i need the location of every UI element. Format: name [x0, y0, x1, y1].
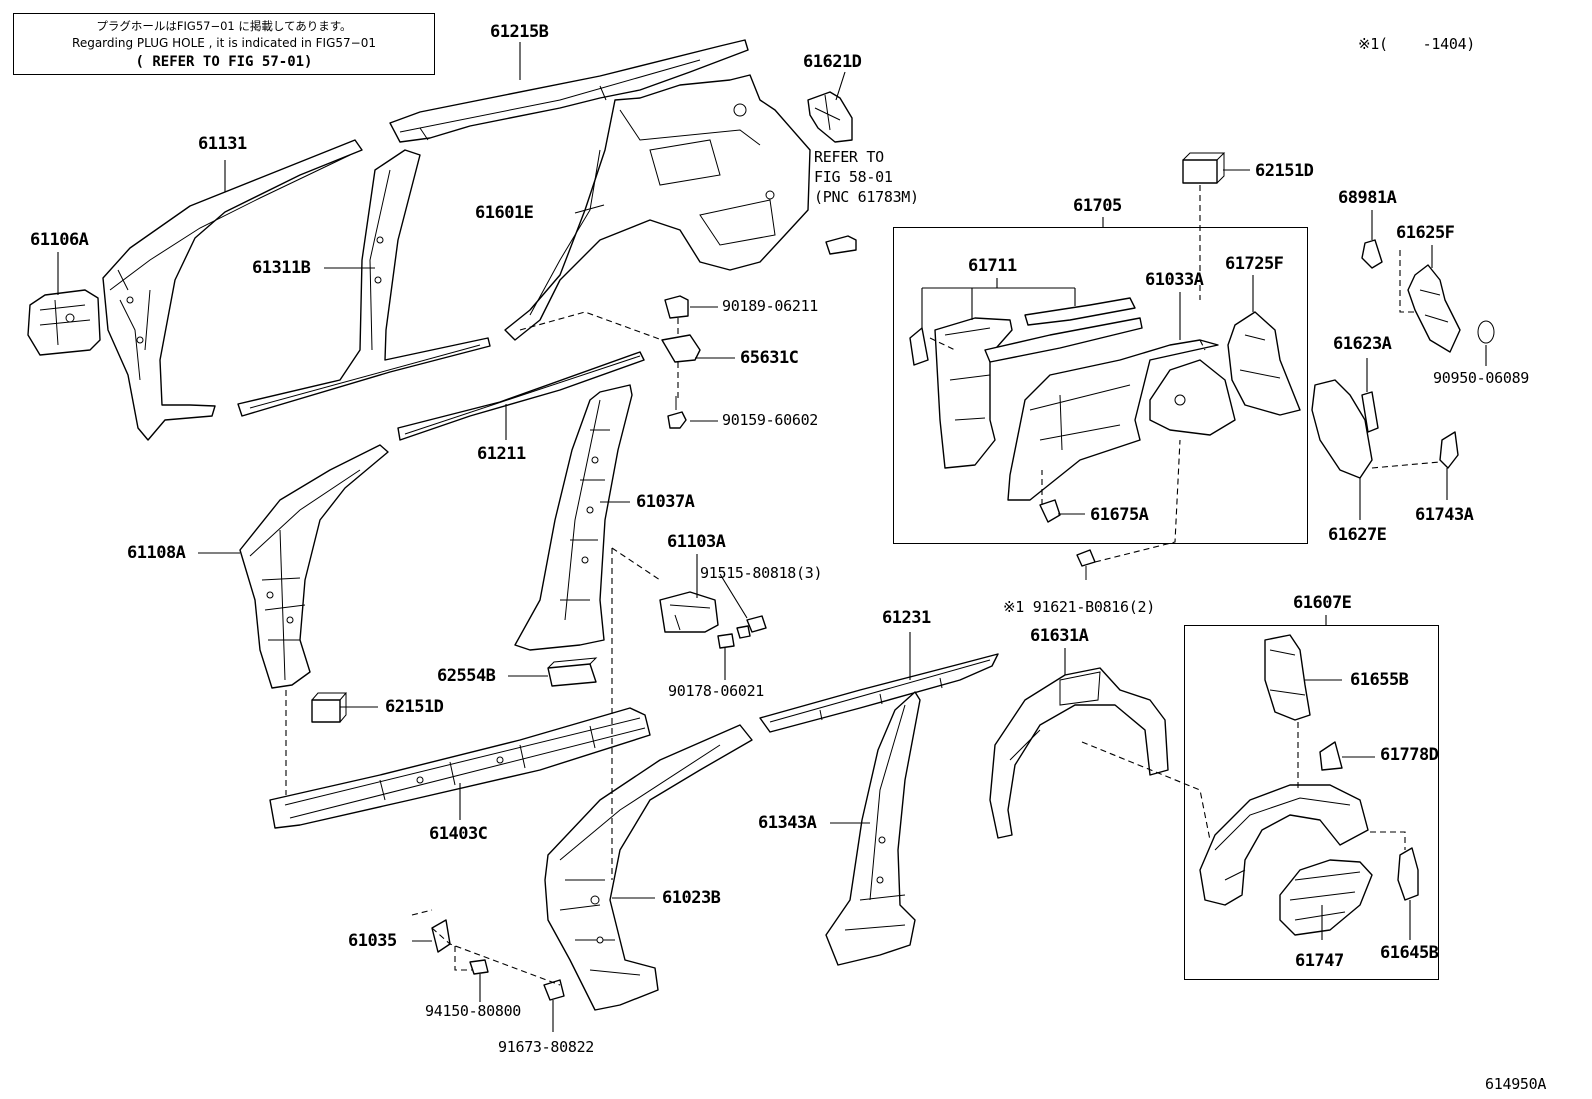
refer-note-line-2: FIG 58-01 [814, 168, 893, 186]
label-61645B: 61645B [1380, 943, 1439, 963]
roof-side-rail-61215B [389, 39, 749, 143]
refer-note-line-3: (PNC 61783M) [814, 188, 919, 206]
plug-hole-note: プラグホールはFIG57−01 に掲載してあります。 Regarding PLU… [13, 13, 435, 75]
label-91673-80822: 91673-80822 [498, 1038, 595, 1056]
label-65631C: 65631C [740, 348, 799, 368]
group-61705-parts [909, 297, 1301, 523]
label-61103A: 61103A [667, 532, 726, 552]
label-62554B: 62554B [437, 666, 496, 686]
assembly-dashed-lines [285, 185, 1441, 986]
label-61705: 61705 [1073, 196, 1122, 216]
label-90189-06211: 90189-06211 [722, 297, 819, 315]
label-61655B: 61655B [1350, 670, 1409, 690]
center-pillar-inner-61037A [514, 384, 633, 651]
assembly-box-61705 [893, 227, 1308, 544]
bracket-61621D [807, 91, 853, 143]
label-61403C: 61403C [429, 824, 488, 844]
label-61131: 61131 [198, 134, 247, 154]
label-61631A: 61631A [1030, 626, 1089, 646]
wheelhouse-outer-61631A [989, 667, 1169, 839]
label-61211: 61211 [477, 444, 526, 464]
label-62151D-upper: 62151D [1255, 161, 1314, 181]
center-pillar-61311B [237, 149, 491, 417]
assembly-box-61607E [1184, 625, 1439, 980]
label-61607E: 61607E [1293, 593, 1352, 613]
label-61033A: 61033A [1145, 270, 1204, 290]
label-61747: 61747 [1295, 951, 1344, 971]
group-61607E-parts [1199, 634, 1419, 936]
label-68981A: 68981A [1338, 188, 1397, 208]
front-pillar-outer-61131 [102, 139, 363, 441]
label-61023B: 61023B [662, 888, 721, 908]
label-61743A: 61743A [1415, 505, 1474, 525]
note-line-2: Regarding PLUG HOLE , it is indicated in… [72, 36, 376, 50]
label-61627E: 61627E [1328, 525, 1387, 545]
label-90950-06089: 90950-06089 [1433, 369, 1530, 387]
label-94150-80800: 94150-80800 [425, 1002, 522, 1020]
label-61601E: 61601E [475, 203, 534, 223]
label-61106A: 61106A [30, 230, 89, 250]
bracket-61106A [27, 289, 101, 356]
label-61675A: 61675A [1090, 505, 1149, 525]
label-90178-06021: 90178-06021 [668, 682, 765, 700]
leader-lines [57, 42, 1487, 1032]
label-61778D: 61778D [1380, 745, 1439, 765]
label-61231: 61231 [882, 608, 931, 628]
front-pillar-lower-61023B [544, 724, 753, 1011]
label-61311B: 61311B [252, 258, 311, 278]
label-61725F: 61725F [1225, 254, 1284, 274]
label-62151D-lower: 62151D [385, 697, 444, 717]
roof-rail-61231 [759, 653, 999, 733]
roof-rail-inner-61211 [397, 351, 645, 441]
label-90159-60602: 90159-60602 [722, 411, 819, 429]
small-reference-part [825, 235, 857, 255]
label-61037A: 61037A [636, 492, 695, 512]
quarter-panel-61601E [504, 74, 811, 341]
note-line-1: プラグホールはFIG57−01 に掲載してあります。 [96, 19, 352, 33]
refer-note-line-1: REFER TO [814, 148, 884, 166]
label-61711: 61711 [968, 256, 1017, 276]
quarter-pillar-inner-61343A [825, 691, 921, 966]
label-61343A: 61343A [758, 813, 817, 833]
label-61215B: 61215B [490, 22, 549, 42]
label-61108A: 61108A [127, 543, 186, 563]
pad-62151D-top [1182, 152, 1226, 184]
label-91621-B0816: ※1 91621-B0816(2) [1003, 598, 1155, 616]
label-61621D: 61621D [803, 52, 862, 72]
right-column-parts [1311, 239, 1495, 479]
note-line-3: ( REFER TO FIG 57-01) [135, 54, 313, 70]
label-61625F: 61625F [1396, 223, 1455, 243]
footnote-header: ※1( -1404) [1358, 35, 1476, 53]
rocker-panel-61403C [269, 707, 651, 829]
label-61623A: 61623A [1333, 334, 1392, 354]
label-91515-80818: 91515-80818(3) [700, 564, 823, 582]
label-61035: 61035 [348, 931, 397, 951]
front-pillar-inner-61108A [239, 444, 389, 689]
figure-code: 614950A [1485, 1075, 1547, 1093]
